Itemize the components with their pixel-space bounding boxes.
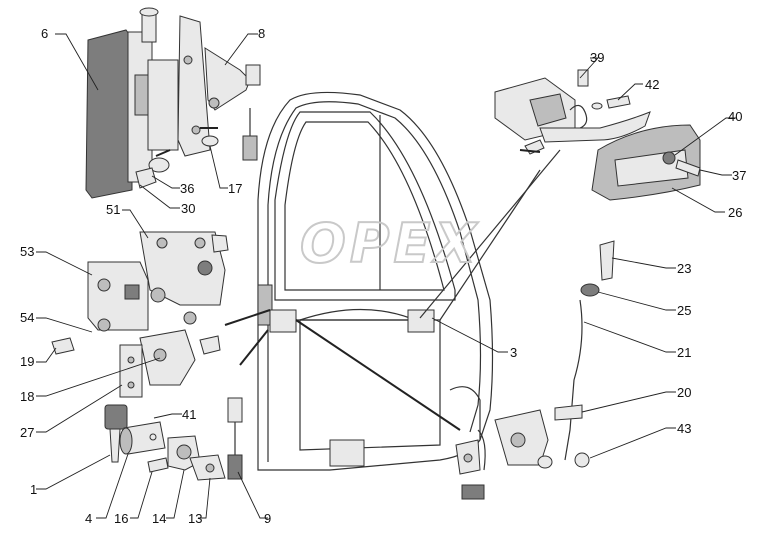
callout-9: 9 (264, 511, 271, 526)
callout-18: 18 (20, 389, 34, 404)
lock-button-rod (554, 240, 615, 461)
watermark: OPEX (300, 212, 480, 275)
callout-41: 40 (728, 109, 742, 124)
mechanism-clip (461, 484, 485, 500)
key-and-cylinder (104, 397, 243, 481)
rod-fastener (574, 452, 590, 468)
inner-handle-cap (662, 151, 676, 165)
callout-39: 39 (590, 50, 604, 65)
callout-19: 19 (20, 354, 34, 369)
callout-53: 53 (20, 244, 34, 259)
callout-43: 42 (645, 77, 659, 92)
callout-17: 17 (228, 181, 242, 196)
remote-control-mechanism (455, 409, 590, 500)
callout-30: 27 (20, 425, 34, 440)
lock-small-parts (51, 329, 221, 398)
leader-lines (36, 33, 736, 519)
lock-screw (51, 337, 75, 355)
door-lock-assembly (87, 231, 229, 332)
lock-mechanism (139, 231, 226, 306)
lock-spacer (119, 344, 143, 398)
callout-16: 16 (114, 511, 128, 526)
door-check-link (200, 47, 261, 161)
striker-plate (139, 329, 196, 386)
callout-6: 6 (41, 26, 48, 41)
callout-26: 43 (677, 421, 691, 436)
lock-button-grommet (580, 283, 600, 297)
callout-4: 4 (85, 511, 92, 526)
rod-clip-upper (227, 397, 243, 423)
callout-14: 14 (152, 511, 166, 526)
door-latch-striker (257, 284, 273, 326)
key-blade (109, 428, 121, 463)
rod-guide (554, 404, 583, 421)
door-hinge-assembly (85, 7, 211, 199)
lock-button (599, 240, 615, 281)
connection-lines (155, 149, 561, 431)
callout-3: 3 (510, 345, 517, 360)
outer-handle-lever (539, 111, 651, 143)
lock-button-rod-wire (564, 299, 583, 461)
hinge-plate (177, 15, 211, 157)
callout-13: 13 (188, 511, 202, 526)
callout-labels: 6 8 39 42 40 37 26 36 30 17 51 53 54 19 … (20, 26, 746, 526)
inner-handle-screw (675, 159, 701, 177)
key-head (104, 404, 128, 430)
callout-37: 37 (732, 168, 746, 183)
check-link-bushing (242, 135, 258, 161)
cylinder-screw (147, 457, 169, 473)
callout-27: 25 (677, 303, 691, 318)
callout-25: 26 (728, 205, 742, 220)
callout-8: 8 (258, 26, 265, 41)
callout-1: 1 (30, 482, 37, 497)
hinge-washer (148, 157, 170, 173)
hinge-leaf (85, 29, 133, 199)
door-grille (329, 439, 365, 467)
callout-20: 20 (677, 385, 691, 400)
callout-51: 51 (106, 202, 120, 217)
door-frame (257, 91, 494, 471)
callout-23: 23 (677, 261, 691, 276)
callout-54: 54 (20, 310, 34, 325)
callout-42: 41 (182, 407, 196, 422)
outer-handle-assembly (494, 69, 651, 155)
callout-40: 36 (180, 181, 194, 196)
callout-36: 30 (181, 201, 195, 216)
inner-handle-assembly (591, 124, 701, 201)
callout-21: 21 (677, 345, 691, 360)
hinge-bolt (135, 167, 157, 189)
handle-screw (606, 95, 631, 109)
